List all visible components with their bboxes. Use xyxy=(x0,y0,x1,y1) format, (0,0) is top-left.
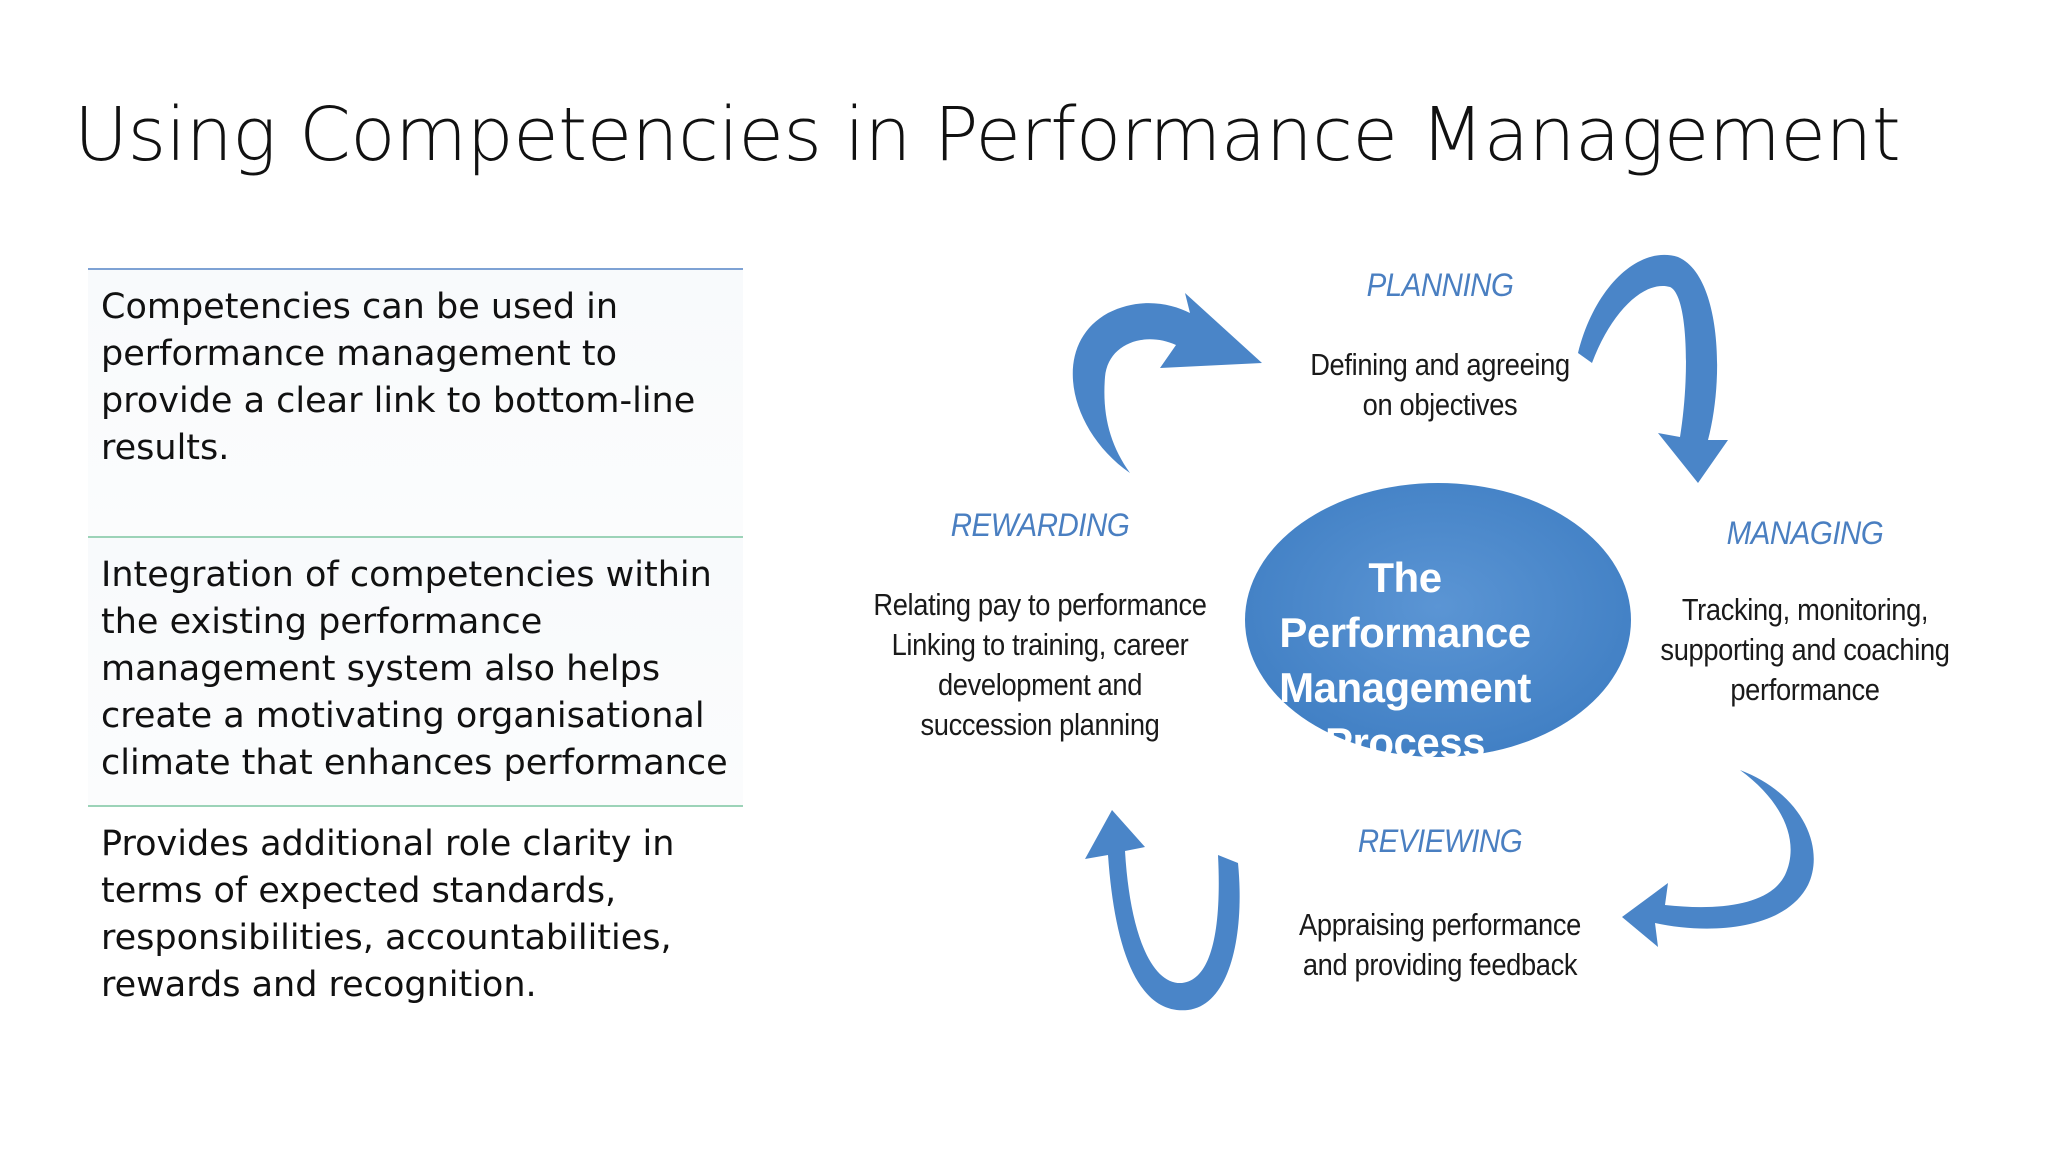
managing-line: Tracking, monitoring, xyxy=(1681,592,1929,627)
cycle-graphic xyxy=(1072,254,1814,1011)
managing-line: supporting and coaching xyxy=(1660,632,1950,667)
reviewing-heading: REVIEWING xyxy=(1357,823,1523,859)
planning-heading: PLANNING xyxy=(1366,267,1514,303)
center-line: The Performance xyxy=(1279,554,1531,656)
rewarding-line: succession planning xyxy=(920,707,1160,742)
managing-description: Tracking, monitoring, supporting and coa… xyxy=(1655,590,1954,710)
center-label: The Performance Management Process xyxy=(1245,550,1565,770)
center-line: Management xyxy=(1279,664,1531,711)
arrow-managing-to-reviewing xyxy=(1622,770,1814,947)
slide-title: Using Competencies in Performance Manage… xyxy=(74,92,1901,178)
rewarding-description: Relating pay to performance Linking to t… xyxy=(864,585,1216,745)
arrow-planning-to-managing xyxy=(1578,254,1728,483)
arrow-reviewing-to-rewarding xyxy=(1085,810,1240,1011)
managing-heading: MANAGING xyxy=(1726,515,1884,551)
reviewing-description: Appraising performance and providing fee… xyxy=(1277,905,1603,985)
bullet-item: Competencies can be used in performance … xyxy=(88,268,743,536)
arrow-rewarding-to-planning xyxy=(1072,293,1262,473)
bullet-list: Competencies can be used in performance … xyxy=(88,268,743,1037)
reviewing-line: Appraising performance xyxy=(1299,907,1581,942)
bullet-item: Integration of competencies within the e… xyxy=(88,536,743,805)
center-oval xyxy=(1245,483,1631,757)
reviewing-line: and providing feedback xyxy=(1302,947,1578,982)
center-line: Process xyxy=(1325,719,1485,766)
performance-cycle-diagram: The Performance Management Process PLANN… xyxy=(840,235,2030,1035)
planning-line: on objectives xyxy=(1362,387,1518,422)
rewarding-line: Linking to training, career xyxy=(891,627,1189,662)
rewarding-line: development and xyxy=(937,667,1143,702)
planning-description: Defining and agreeing on objectives xyxy=(1277,345,1603,425)
bullet-item: Provides additional role clarity in term… xyxy=(88,805,743,1037)
planning-line: Defining and agreeing xyxy=(1310,347,1570,382)
rewarding-line: Relating pay to performance xyxy=(873,587,1207,622)
managing-line: performance xyxy=(1730,672,1880,707)
rewarding-heading: REWARDING xyxy=(950,507,1130,543)
